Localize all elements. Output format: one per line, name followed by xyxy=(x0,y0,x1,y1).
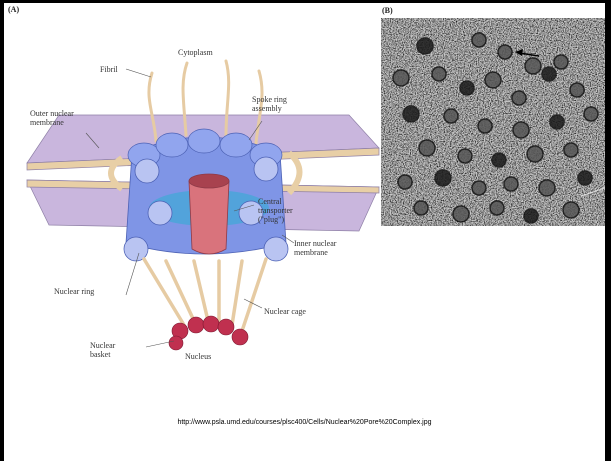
pore-particle xyxy=(417,38,433,54)
pore-particle xyxy=(393,70,409,86)
nuclear-ring-label: Nuclear ring xyxy=(54,287,94,296)
central-plug xyxy=(189,181,229,254)
pore-particle xyxy=(550,115,564,129)
spoke-ring-label: Spoke ring assembly xyxy=(252,95,287,113)
pore-particle xyxy=(527,146,543,162)
nuclear-pore-illustration xyxy=(4,3,384,383)
pore-particle xyxy=(472,33,486,47)
nucleus-label: Nucleus xyxy=(185,352,211,361)
pore-particle xyxy=(570,83,584,97)
pore-particle xyxy=(564,143,578,157)
pore-particle xyxy=(444,109,458,123)
pore-particle xyxy=(403,106,419,122)
outer-membrane-label: Outer nuclear membrane xyxy=(30,109,74,127)
pore-particle xyxy=(398,175,412,189)
nuclear-basket-label: Nuclear basket xyxy=(90,341,115,359)
pore-particle xyxy=(542,67,556,81)
inner-membrane-label: Inner nuclear membrane xyxy=(294,239,336,257)
slide: (A) Cytoplasm Fibril Outer nuclear membr… xyxy=(4,3,605,461)
pore-particle xyxy=(578,171,592,185)
pore-particle xyxy=(498,45,512,59)
pore-particle xyxy=(414,201,428,215)
pore-particle xyxy=(419,140,435,156)
micrograph-image xyxy=(381,18,605,226)
pore-particle xyxy=(435,170,451,186)
pore-particle xyxy=(563,202,579,218)
nuclear-cage-label: Nuclear cage xyxy=(264,307,306,316)
pore-particle xyxy=(492,153,506,167)
pore-particle xyxy=(485,72,501,88)
pore-particle xyxy=(512,91,526,105)
pore-particle xyxy=(478,119,492,133)
membrane-lip-left xyxy=(111,158,122,189)
pore-particle xyxy=(458,149,472,163)
pore-particle xyxy=(453,206,469,222)
fibril-label: Fibril xyxy=(100,65,118,74)
pore-particle xyxy=(584,107,598,121)
pore-particle xyxy=(504,177,518,191)
pore-particle xyxy=(432,67,446,81)
source-url: http://www.psla.umd.edu/courses/plsc400/… xyxy=(4,419,605,426)
cytoplasm-label: Cytoplasm xyxy=(178,48,213,57)
pore-particle xyxy=(554,55,568,69)
pore-particle xyxy=(490,201,504,215)
pore-particle xyxy=(524,209,538,223)
panel-a-label: (A) xyxy=(8,5,19,14)
micrograph-grain xyxy=(381,18,605,226)
electron-micrograph xyxy=(381,18,605,226)
pore-particle xyxy=(460,81,474,95)
pore-particle xyxy=(539,180,555,196)
pore-particle xyxy=(525,58,541,74)
pore-particle xyxy=(513,122,529,138)
plug-top xyxy=(189,174,229,188)
panel-b-label: (B) xyxy=(382,6,393,15)
central-transporter-label: Central transporter ("plug") xyxy=(258,197,293,224)
nuclear-pore-diagram: (A) Cytoplasm Fibril Outer nuclear membr… xyxy=(4,3,384,383)
pore-particle xyxy=(472,181,486,195)
